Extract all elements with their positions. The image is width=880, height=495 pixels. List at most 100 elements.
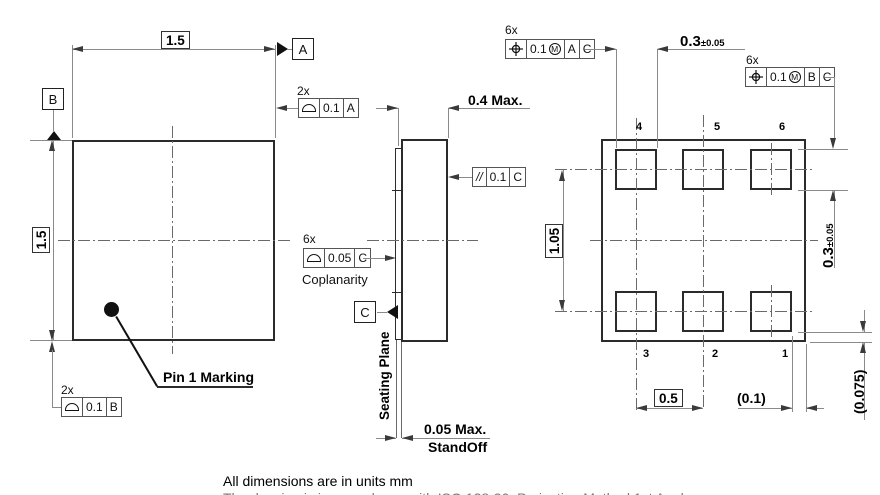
ext-line (656, 49, 658, 148)
corner-gap-dimension: (0.075) (851, 369, 867, 414)
coplanarity-label: Coplanarity (302, 272, 368, 287)
datum-c-box: C (354, 301, 376, 323)
count-label: 6x (746, 53, 759, 67)
dim-line (738, 408, 792, 409)
dim-line (863, 342, 865, 420)
leader-line (825, 77, 834, 78)
centerline-horizontal (590, 240, 818, 241)
dim-tolerance: ±0.05 (825, 223, 836, 248)
pad-label: 4 (636, 121, 643, 133)
datum-ref: A (563, 40, 579, 58)
mmc-modifier-icon: M (548, 43, 561, 55)
arrowhead (276, 104, 287, 111)
dim-line (448, 108, 530, 109)
arrowhead (692, 404, 703, 411)
leader-line (52, 407, 61, 408)
centerline-row-top (555, 169, 815, 170)
dim-line (52, 140, 54, 341)
arrowhead (781, 404, 792, 411)
centerline-row-bottom (555, 311, 815, 312)
arrowhead (48, 341, 55, 352)
dim-tolerance: ±0.05 (700, 38, 725, 49)
arrowhead (860, 321, 866, 332)
centerline-horizontal (367, 240, 478, 241)
edge-gap-dimension: (0.1) (737, 390, 766, 406)
datum-c-triangle-icon (387, 305, 398, 319)
datum-b-box: B (42, 88, 64, 110)
profile-symbol-icon (304, 249, 324, 267)
pad-label: 2 (712, 348, 719, 360)
dim-line (72, 49, 275, 50)
width-dimension: 1.5 (161, 31, 190, 49)
datum-leader (52, 110, 54, 131)
ext-line (71, 45, 73, 138)
arrowhead (605, 45, 616, 52)
position-symbol-icon (746, 68, 766, 86)
tolerance-value: 0.1 (485, 168, 510, 186)
pin1-label: Pin 1 Marking (163, 369, 255, 385)
arrowhead (860, 342, 866, 353)
parallelism-tolerance-frame: // 0.1 C (472, 167, 527, 187)
pad-width-dimension: 0.3±0.05 (680, 33, 725, 50)
pad-label: 3 (643, 348, 650, 360)
arrowhead (49, 330, 55, 341)
mmc-modifier-icon: M (788, 71, 801, 83)
ext-line (791, 336, 793, 412)
seating-plane-label: Seating Plane (377, 331, 392, 420)
ext-line (810, 342, 872, 343)
dim-line (402, 438, 490, 439)
leader-line (833, 77, 835, 138)
ext-line (274, 45, 276, 138)
ext-line (805, 344, 807, 412)
ext-line (615, 49, 617, 148)
arrowhead (72, 45, 83, 52)
count-label: 6x (505, 23, 518, 37)
tolerance-value: 0.1 (530, 42, 547, 56)
profile-tolerance-frame: 0.1 B (61, 397, 122, 417)
tolerance-value: 0.1 (770, 70, 787, 84)
arrowhead (385, 434, 396, 441)
arrowhead (448, 173, 459, 180)
pad-label: 6 (779, 121, 786, 133)
leader-line (286, 108, 298, 109)
arrowhead (830, 138, 836, 149)
ext-line (798, 149, 848, 150)
profile-symbol-icon (62, 398, 82, 416)
terminal-tick (392, 190, 402, 191)
arrowhead (806, 404, 817, 411)
row-pitch-dimension: 1.05 (545, 224, 563, 258)
datum-ref: B (803, 68, 819, 86)
arrowhead (636, 404, 647, 411)
pad-label: 1 (782, 348, 789, 360)
datum-b-triangle-icon (47, 131, 61, 140)
coplanarity-tolerance-frame: 0.05 C (303, 248, 372, 268)
ext-line (798, 190, 848, 191)
arrowhead (559, 300, 565, 311)
pitch-dimension: 0.5 (654, 389, 683, 407)
thickness-dimension: 0.4 Max. (468, 92, 523, 108)
pad-height-dimension: 0.3±0.05 (820, 205, 837, 268)
leader-line (458, 177, 472, 178)
standoff-dimension: 0.05 Max. (424, 421, 487, 437)
leader-line (363, 258, 387, 259)
tolerance-value: 0.05 (324, 249, 354, 267)
arrowhead (559, 170, 565, 181)
dim-line (833, 190, 835, 268)
datum-leader (377, 311, 387, 313)
pin1-marking-dot (104, 302, 119, 317)
leader-line (52, 350, 53, 408)
dim-line (562, 170, 564, 311)
ext-line (397, 108, 399, 146)
dim-value: 0.3 (820, 247, 837, 268)
count-label: 2x (61, 383, 74, 397)
count-label: 6x (303, 232, 316, 246)
profile-tolerance-frame: 0.1 A (298, 98, 359, 118)
datum-ref: A (342, 99, 358, 117)
datum-ref: C (354, 249, 370, 267)
pad-label: 5 (714, 121, 721, 133)
arrowhead (448, 104, 459, 111)
standoff-label: StandOff (428, 439, 488, 455)
terminal-tick (392, 292, 402, 293)
